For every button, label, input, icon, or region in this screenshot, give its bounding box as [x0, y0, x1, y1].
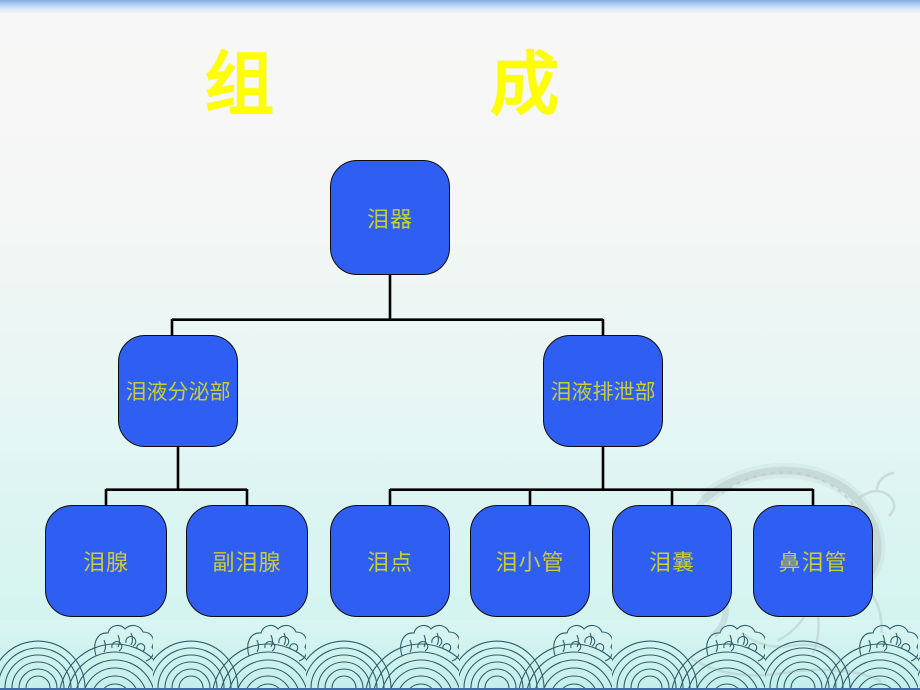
node-label: 泪器 — [366, 206, 413, 232]
node-label: 泪小管 — [495, 550, 565, 575]
node-tear-secretion-part: 泪液分泌部 — [118, 335, 238, 447]
node-lacrimal-apparatus: 泪器 — [330, 160, 450, 275]
node-lacrimal-gland: 泪腺 — [45, 505, 167, 617]
node-label: 泪点 — [366, 550, 413, 575]
node-label: 副泪腺 — [212, 550, 282, 575]
node-tear-drainage-part: 泪液排泄部 — [543, 335, 663, 447]
title-char-2: 成 — [490, 47, 559, 123]
title-char-1: 组 — [205, 47, 274, 123]
node-label: 泪液分泌部 — [125, 380, 231, 404]
node-label: 鼻泪管 — [778, 550, 848, 575]
node-lacrimal-canaliculus: 泪小管 — [470, 505, 590, 617]
page-title: 组 成 — [205, 47, 559, 124]
node-lacrimal-punctum: 泪点 — [330, 505, 450, 617]
node-label: 泪液排泄部 — [550, 380, 656, 404]
node-label: 泪囊 — [648, 550, 695, 575]
node-nasolacrimal-duct: 鼻泪管 — [753, 505, 873, 617]
node-lacrimal-sac: 泪囊 — [612, 505, 732, 617]
top-border-strip — [0, 0, 920, 14]
bottom-border-line — [0, 688, 920, 690]
node-accessory-lacrimal-gland: 副泪腺 — [186, 505, 308, 617]
node-label: 泪腺 — [82, 550, 129, 575]
wave-border-pattern — [0, 620, 920, 688]
